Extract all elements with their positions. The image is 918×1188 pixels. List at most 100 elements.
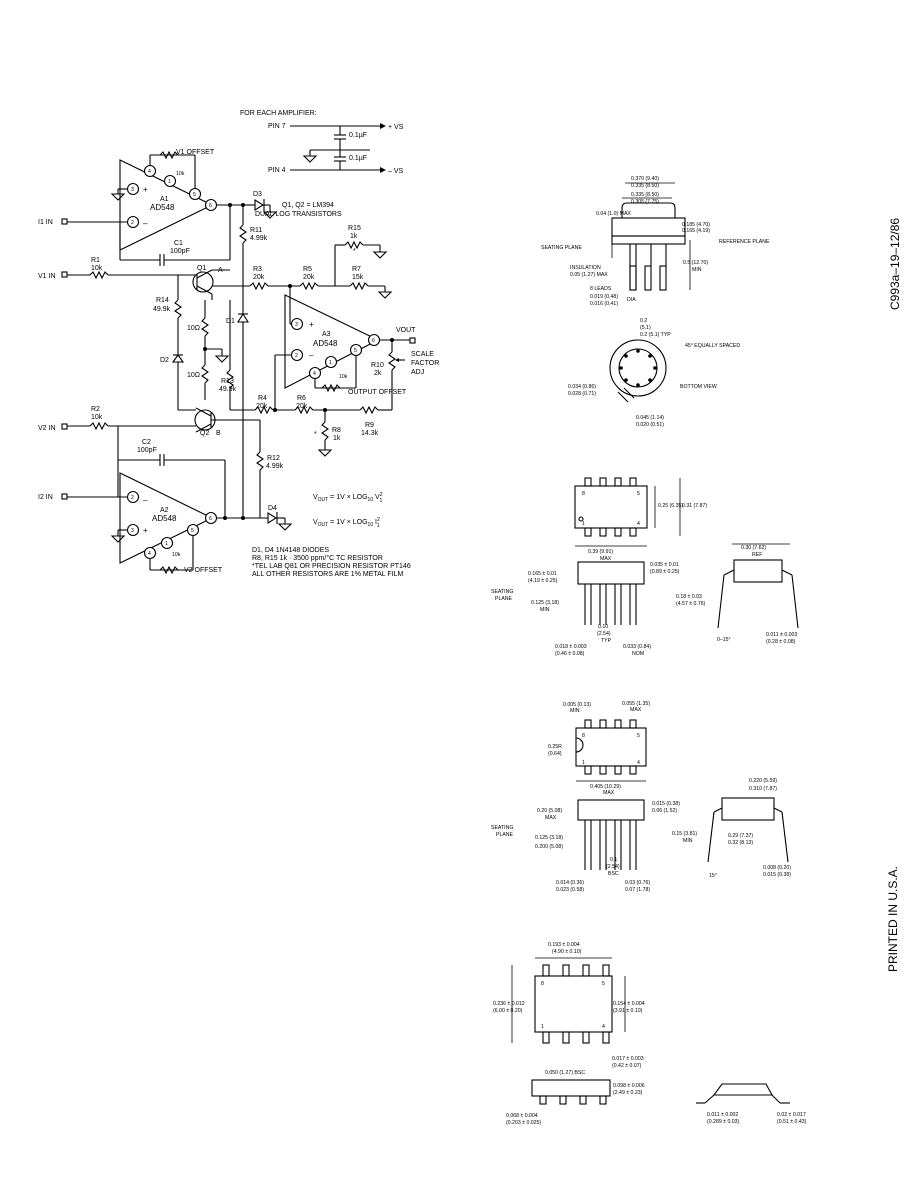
svg-text:0.005 (0.13): 0.005 (0.13) xyxy=(563,702,591,708)
svg-text:A3: A3 xyxy=(322,331,331,338)
svg-text:5: 5 xyxy=(193,192,196,198)
transistor-q1: Q1 A xyxy=(192,265,230,300)
svg-text:3: 3 xyxy=(131,187,134,193)
svg-text:BSC: BSC xyxy=(608,871,619,877)
svg-text:(2.49 ± 0.23): (2.49 ± 0.23) xyxy=(613,1090,643,1096)
svg-text:MAX: MAX xyxy=(600,556,612,562)
a1-part: AD548 xyxy=(150,203,175,212)
svg-text:1: 1 xyxy=(582,521,585,527)
svg-text:R12: R12 xyxy=(267,455,280,462)
svg-text:(4.90 ± 0.10): (4.90 ± 0.10) xyxy=(552,949,582,955)
svg-text:0.165 ± 0.01: 0.165 ± 0.01 xyxy=(528,571,557,577)
svg-text:D2: D2 xyxy=(160,357,169,364)
svg-text:4.99k: 4.99k xyxy=(250,235,268,242)
svg-text:MIN: MIN xyxy=(683,838,693,844)
reference-plane-label: REFERENCE PLANE xyxy=(719,239,770,245)
svg-text:2: 2 xyxy=(131,495,134,501)
svg-text:0.10: 0.10 xyxy=(598,624,608,630)
svg-text:–: – xyxy=(143,496,148,505)
svg-text:0.023 (0.58): 0.023 (0.58) xyxy=(556,887,584,893)
svg-text:0.04 (1.0) MAX: 0.04 (1.0) MAX xyxy=(596,211,631,217)
amplifier-a1: A1 AD548 + – 3 2 4 1 5 6 10k V1 OFFSET xyxy=(110,149,218,251)
svg-text:1k: 1k xyxy=(350,233,358,240)
svg-text:0.20 (5.08): 0.20 (5.08) xyxy=(537,808,562,814)
amplifier-a3: A3 AD548 + – 3 2 4 1 5 6 10k OUTPUT OFFS… xyxy=(284,294,407,396)
supply-bypass: FOR EACH AMPLIFIER: PIN 7 + VS 0.1µF 0.1… xyxy=(240,110,404,175)
svg-text:0.06 (1.52): 0.06 (1.52) xyxy=(652,808,677,814)
svg-text:R6: R6 xyxy=(297,395,306,402)
svg-text:(6.00 ± 0.20): (6.00 ± 0.20) xyxy=(493,1008,523,1014)
scale-factor-label: SCALE xyxy=(411,351,434,358)
svg-text:*: * xyxy=(353,248,356,255)
vout-label: VOUT xyxy=(396,327,416,334)
svg-text:R13: R13 xyxy=(221,378,234,385)
to99-package: 0.370 (9.40) 0.335 (8.50) 0.335 (8.50) 0… xyxy=(541,176,770,428)
svg-text:0.15 (3.81): 0.15 (3.81) xyxy=(672,831,697,837)
svg-text:0.236 ± 0.012: 0.236 ± 0.012 xyxy=(493,1001,525,1007)
bottom-view-label: BOTTOM VIEW xyxy=(680,384,717,390)
svg-text:0.25 (6.35): 0.25 (6.35) xyxy=(658,503,683,509)
cap2-label: 0.1µF xyxy=(349,155,367,162)
output-offset-label: OUTPUT OFFSET xyxy=(348,389,407,396)
pin4-label: PIN 4 xyxy=(268,167,286,174)
svg-text:0.008 (0.20): 0.008 (0.20) xyxy=(763,865,791,871)
svg-text:10k: 10k xyxy=(339,374,348,380)
svg-text:8: 8 xyxy=(582,491,585,497)
svg-text:–: – xyxy=(309,351,314,360)
svg-text:0.185 (4.70): 0.185 (4.70) xyxy=(682,222,710,228)
svg-text:(0.89 ± 0.25): (0.89 ± 0.25) xyxy=(650,569,680,575)
amplifier-a2: A2 AD548 – + 2 3 4 1 5 6 10k V2 OFFSET xyxy=(110,472,223,575)
svg-text:0.39 (9.91): 0.39 (9.91) xyxy=(588,549,613,555)
svg-text:8: 8 xyxy=(541,981,544,987)
svg-text:R9: R9 xyxy=(365,422,374,429)
svg-text:4: 4 xyxy=(148,169,151,175)
cerdip-seating-plane: SEATING xyxy=(491,825,513,831)
svg-text:0.154 ± 0.004: 0.154 ± 0.004 xyxy=(613,1001,645,1007)
svg-text:0.335 (8.50): 0.335 (8.50) xyxy=(631,192,659,198)
svg-text:0.305 (7.75): 0.305 (7.75) xyxy=(631,199,659,205)
seating-plane-label: SEATING PLANE xyxy=(541,245,582,251)
cerdip-package: 0.005 (0.13) MIN 0.055 (1.35) MAX 8 5 1 … xyxy=(491,701,791,893)
svg-text:0.2: 0.2 xyxy=(640,318,647,324)
svg-text:+: + xyxy=(143,526,148,535)
transistor-q2: Q2 B xyxy=(194,407,221,437)
svg-text:0.015 (0.38): 0.015 (0.38) xyxy=(763,872,791,878)
svg-text:AD548: AD548 xyxy=(152,514,177,523)
svg-text:0.035 ± 0.01: 0.035 ± 0.01 xyxy=(650,562,679,568)
svg-text:0.5 (12.70): 0.5 (12.70) xyxy=(683,260,708,266)
svg-text:ADJ: ADJ xyxy=(411,369,424,376)
svg-text:6: 6 xyxy=(209,516,212,522)
svg-text:5: 5 xyxy=(354,348,357,354)
svg-text:0.098 ± 0.006: 0.098 ± 0.006 xyxy=(613,1083,645,1089)
svg-text:Q1: Q1 xyxy=(197,265,206,272)
svg-text:+: + xyxy=(309,320,314,329)
svg-text:B: B xyxy=(216,430,221,437)
svg-text:(0.289 ± 0.03): (0.289 ± 0.03) xyxy=(707,1119,740,1125)
svg-text:1: 1 xyxy=(329,360,332,366)
svg-text:4.99k: 4.99k xyxy=(266,463,284,470)
svg-text:10Ω: 10Ω xyxy=(187,325,200,332)
svg-text:8 LEADS: 8 LEADS xyxy=(590,286,612,292)
note-1: D1, D4 1N4148 DIODES xyxy=(252,547,329,554)
svg-text:D1: D1 xyxy=(226,318,235,325)
svg-text:R10: R10 xyxy=(371,362,384,369)
svg-text:4: 4 xyxy=(637,521,640,527)
svg-text:15°: 15° xyxy=(709,873,717,879)
svg-text:FACTOR: FACTOR xyxy=(411,360,439,367)
svg-text:10k: 10k xyxy=(176,171,185,177)
svg-text:4: 4 xyxy=(148,551,151,557)
svg-text:0.335 (8.50): 0.335 (8.50) xyxy=(631,183,659,189)
svg-text:4: 4 xyxy=(313,371,316,377)
svg-text:0.310 (7.87): 0.310 (7.87) xyxy=(749,786,777,792)
svg-text:3: 3 xyxy=(131,528,134,534)
svg-text:100pF: 100pF xyxy=(170,248,190,255)
svg-text:C2: C2 xyxy=(142,439,151,446)
svg-text:1: 1 xyxy=(582,760,585,766)
svg-text:5: 5 xyxy=(637,733,640,739)
svg-text:R7: R7 xyxy=(352,266,361,273)
svg-text:NOM: NOM xyxy=(632,651,644,657)
svg-text:0.02 ± 0.017: 0.02 ± 0.017 xyxy=(777,1112,806,1118)
svg-text:10k: 10k xyxy=(91,414,103,421)
